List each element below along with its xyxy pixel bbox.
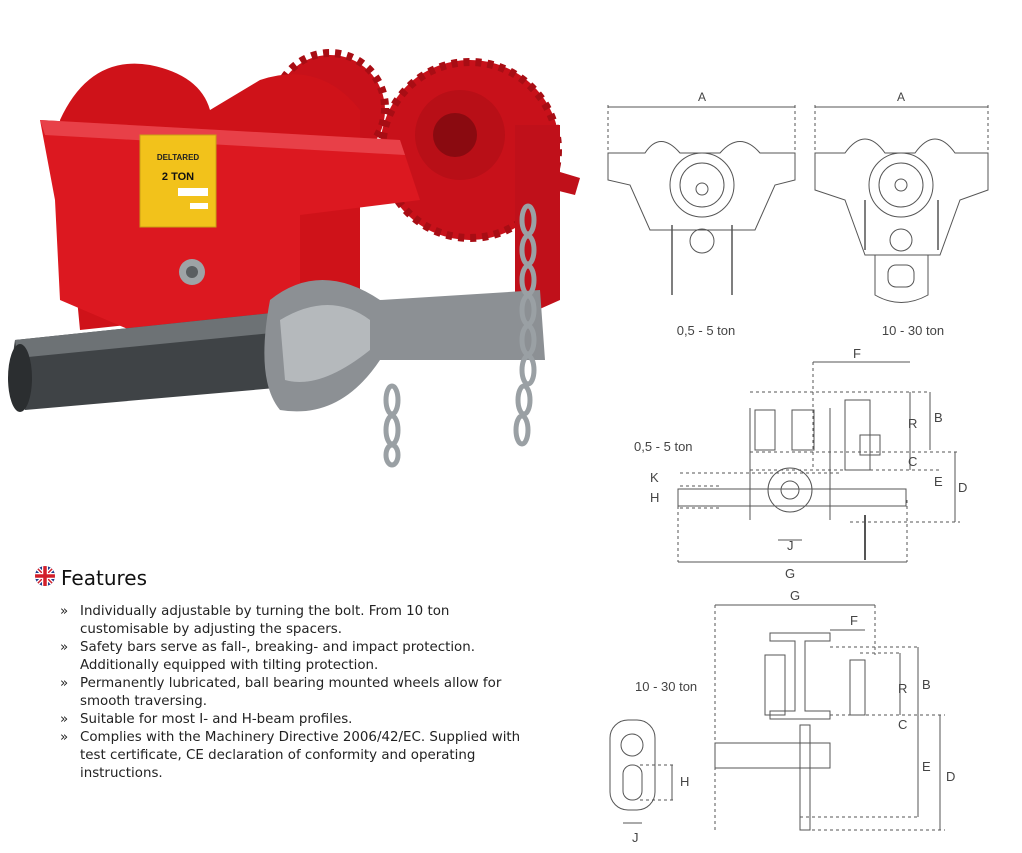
label-d: D: [946, 769, 955, 784]
drawing-side-large: G F R B C E D H J 10 - 30 ton: [609, 588, 955, 845]
drawing-caption: 0,5 - 5 ton: [677, 323, 736, 338]
dimension-a-label: A: [698, 90, 706, 104]
drawing-caption: 0,5 - 5 ton: [634, 439, 693, 454]
label-j: J: [632, 830, 639, 845]
label-b: B: [934, 410, 943, 425]
label-r: R: [898, 681, 907, 696]
feature-item: Suitable for most I- and H-beam profiles…: [60, 711, 540, 729]
uk-flag-icon: [35, 566, 55, 586]
features-list: Individually adjustable by turning the b…: [60, 603, 540, 783]
label-d: D: [958, 480, 967, 495]
dimension-a-label: A: [897, 90, 905, 104]
features-heading: Features: [61, 566, 147, 590]
drawing-side-small: F R B C E D K H J G 0,5 - 5 ton: [634, 346, 967, 581]
label-g: G: [790, 588, 800, 603]
label-e: E: [934, 474, 943, 489]
label-h: H: [680, 774, 689, 789]
label-k: K: [650, 470, 659, 485]
drawing-caption: 10 - 30 ton: [635, 679, 697, 694]
label-e: E: [922, 759, 931, 774]
feature-item: Individually adjustable by turning the b…: [60, 603, 540, 639]
svg-text:DELTARED: DELTARED: [157, 153, 200, 162]
drawing-front-small: A 0,5 - 5 ton: [607, 90, 796, 338]
feature-item: Safety bars serve as fall-, breaking- an…: [60, 639, 540, 675]
label-h: H: [650, 490, 659, 505]
label-f: F: [853, 346, 861, 361]
product-photo-trolley: DELTARED 2 TON: [8, 49, 580, 468]
label-j: J: [787, 538, 794, 553]
drawing-front-large: A 10 - 30 ton: [814, 90, 989, 338]
feature-item: Complies with the Machinery Directive 20…: [60, 729, 540, 783]
drawing-caption: 10 - 30 ton: [882, 323, 944, 338]
feature-item: Permanently lubricated, ball bearing mou…: [60, 675, 540, 711]
label-c: C: [898, 717, 907, 732]
svg-text:2 TON: 2 TON: [162, 171, 194, 183]
nameplate: DELTARED 2 TON: [139, 134, 217, 228]
label-g: G: [785, 566, 795, 581]
label-c: C: [908, 454, 917, 469]
label-f: F: [850, 613, 858, 628]
label-r: R: [908, 416, 917, 431]
label-b: B: [922, 677, 931, 692]
